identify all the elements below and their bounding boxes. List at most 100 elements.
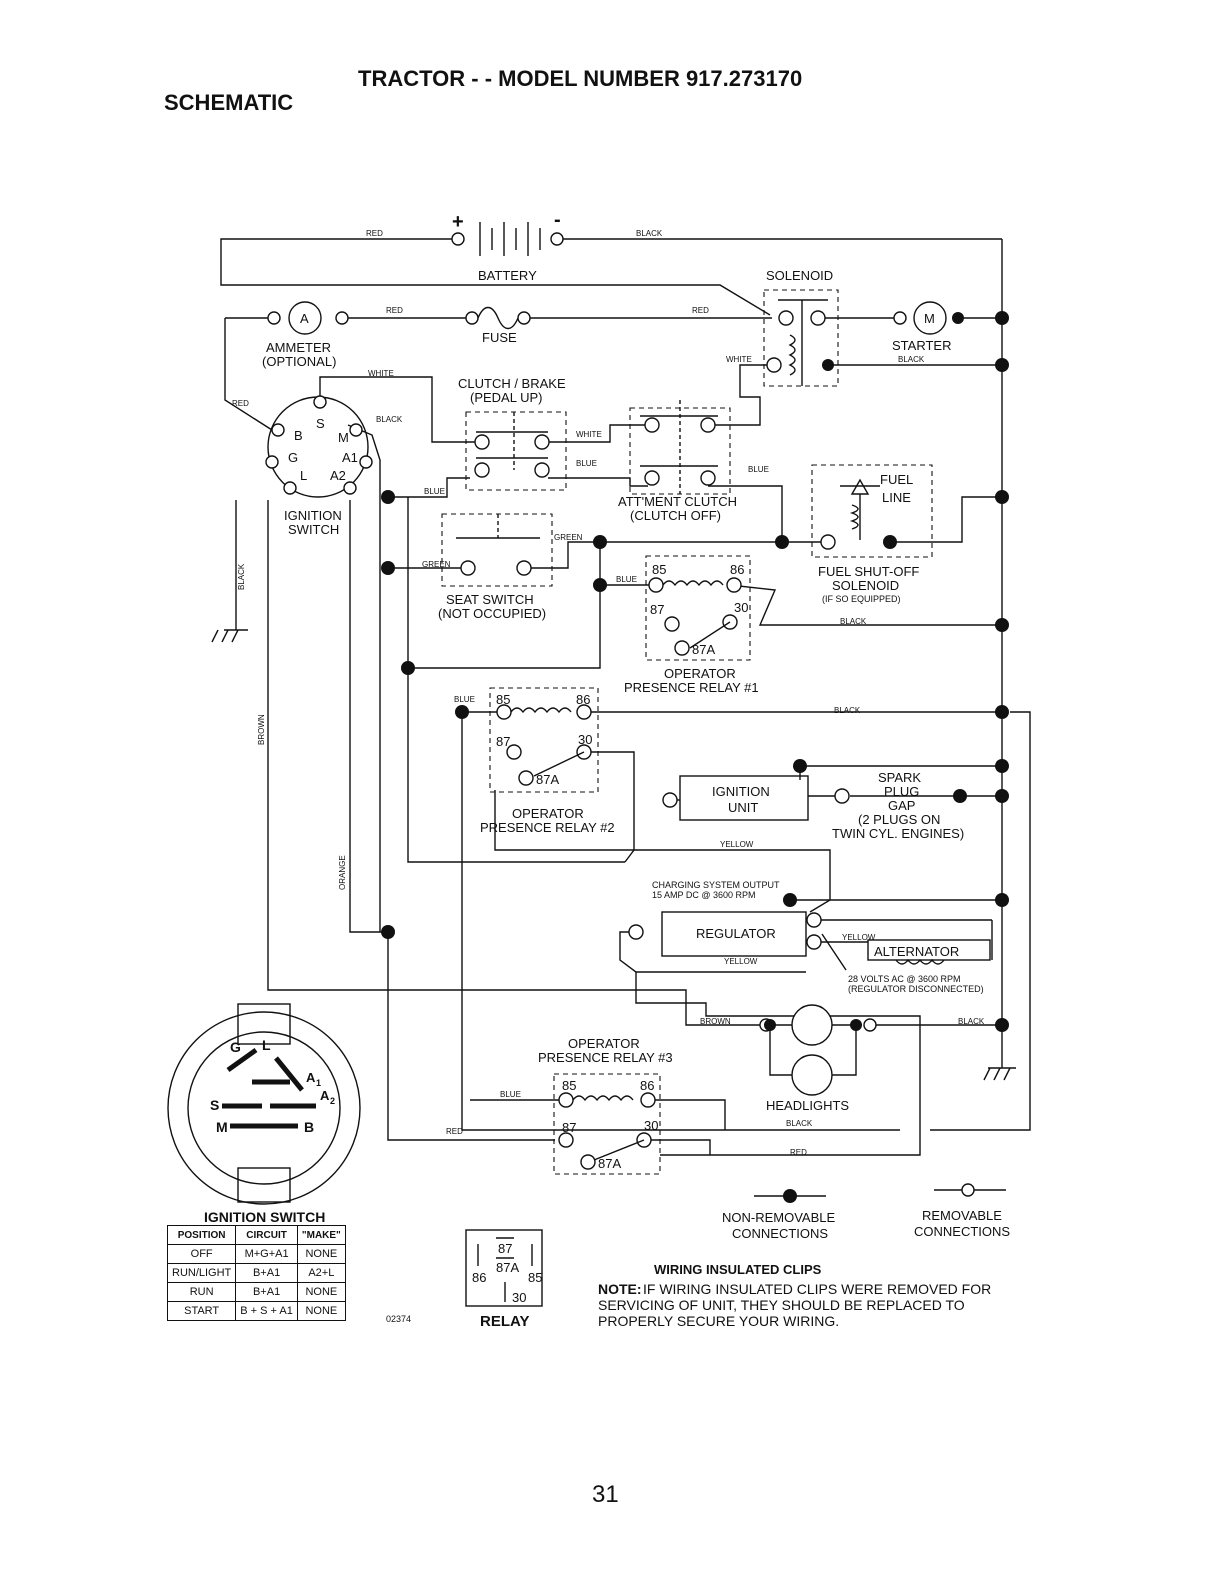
- ignition-switch-label-2: SWITCH: [288, 522, 339, 537]
- ignition-unit-label-2: UNIT: [728, 800, 758, 815]
- svg-text:WHITE: WHITE: [576, 430, 602, 439]
- alternator-label: ALTERNATOR: [874, 944, 959, 959]
- svg-text:86: 86: [640, 1078, 654, 1093]
- svg-text:A: A: [320, 1088, 330, 1103]
- operator-presence-relay-3: 85 86 87 30 87A OPERATOR PRESENCE RELAY …: [538, 1036, 673, 1175]
- table-header: CIRCUIT: [235, 1225, 298, 1245]
- svg-text:86: 86: [730, 562, 744, 577]
- page-title: TRACTOR - - MODEL NUMBER 917.273170: [358, 66, 802, 91]
- fuse: FUSE: [465, 306, 531, 345]
- svg-text:30: 30: [578, 732, 592, 747]
- fuel-shutoff-solenoid: FUEL LINE FUEL SHUT-OFF SOLENOID (IF SO …: [811, 464, 933, 604]
- relay3-label-1: OPERATOR: [568, 1036, 640, 1051]
- regulator-label: REGULATOR: [696, 926, 776, 941]
- svg-text:BLACK: BLACK: [958, 1017, 985, 1026]
- svg-text:G: G: [230, 1039, 241, 1055]
- table-row: START B + S + A1 NONE: [166, 1301, 346, 1321]
- svg-text:85: 85: [562, 1078, 576, 1093]
- svg-text:BLACK: BLACK: [376, 415, 403, 424]
- svg-text:87A: 87A: [536, 772, 559, 787]
- svg-text:YELLOW: YELLOW: [724, 957, 758, 966]
- note-line-2: SERVICING OF UNIT, THEY SHOULD BE REPLAC…: [598, 1297, 965, 1313]
- ignition-unit: IGNITION UNIT SPARK PLUG GAP (2 PLUGS ON…: [662, 770, 964, 841]
- table-cell: B+A1: [235, 1263, 298, 1283]
- svg-text:RED: RED: [692, 306, 709, 315]
- svg-text:RED: RED: [446, 1127, 463, 1136]
- table-cell: START: [166, 1301, 237, 1321]
- fuel-line-label-2: LINE: [882, 490, 911, 505]
- svg-text:85: 85: [528, 1270, 542, 1285]
- relay-legend: 87 87A 86 85 30 RELAY: [465, 1229, 543, 1330]
- drawing-number: 02374: [386, 1314, 411, 1324]
- spark-label-3: GAP: [888, 798, 915, 813]
- attment-clutch-switch: ATT'MENT CLUTCH (CLUTCH OFF): [618, 400, 737, 523]
- headlights-label: HEADLIGHTS: [766, 1098, 849, 1113]
- clutch-brake-note: (PEDAL UP): [470, 390, 542, 405]
- ignition-unit-label-1: IGNITION: [712, 784, 770, 799]
- svg-text:WHITE: WHITE: [726, 355, 752, 364]
- svg-text:BLACK: BLACK: [636, 229, 663, 238]
- svg-text:WHITE: WHITE: [368, 369, 394, 378]
- ignition-switch-table: POSITION CIRCUIT "MAKE" OFF M+G+A1 NONE …: [166, 1225, 346, 1321]
- table-row: OFF M+G+A1 NONE: [166, 1244, 346, 1264]
- fuel-line-label-1: FUEL: [880, 472, 913, 487]
- spark-label-1: SPARK: [878, 770, 921, 785]
- table-cell: NONE: [296, 1301, 346, 1321]
- svg-text:M: M: [216, 1119, 228, 1135]
- alternator-note-2: (REGULATOR DISCONNECTED): [848, 984, 984, 994]
- svg-text:BLACK: BLACK: [840, 617, 867, 626]
- svg-text:BLUE: BLUE: [748, 465, 769, 474]
- battery-negative-label: -: [554, 209, 561, 231]
- svg-text:YELLOW: YELLOW: [842, 933, 876, 942]
- starter: M STARTER BLACK: [892, 301, 951, 364]
- fuse-label: FUSE: [482, 330, 517, 345]
- ammeter-letter: A: [300, 311, 309, 326]
- svg-text:GREEN: GREEN: [554, 533, 583, 542]
- table-header: "MAKE": [296, 1225, 346, 1245]
- table-cell: NONE: [296, 1282, 346, 1302]
- svg-text:BLACK: BLACK: [237, 563, 246, 590]
- ignition-switch-label-1: IGNITION: [284, 508, 342, 523]
- table-header: POSITION: [166, 1225, 237, 1245]
- svg-text:YELLOW: YELLOW: [720, 840, 754, 849]
- svg-text:G: G: [288, 450, 298, 465]
- svg-text:A: A: [306, 1070, 316, 1085]
- svg-text:86: 86: [576, 692, 590, 707]
- battery-label: BATTERY: [478, 268, 537, 283]
- fuel-shutoff-note: (IF SO EQUIPPED): [822, 594, 901, 604]
- spark-label-2: PLUG: [884, 784, 919, 799]
- svg-text:S: S: [316, 416, 325, 431]
- legend-removable-1: REMOVABLE: [922, 1208, 1002, 1223]
- svg-text:RED: RED: [790, 1148, 807, 1157]
- svg-text:87: 87: [496, 734, 510, 749]
- table-cell: RUN/LIGHT: [166, 1263, 237, 1283]
- starter-label: STARTER: [892, 338, 951, 353]
- svg-text:BLUE: BLUE: [424, 487, 445, 496]
- connection-legend: NON-REMOVABLE CONNECTIONS REMOVABLE CONN…: [722, 1183, 1010, 1241]
- svg-text:BLUE: BLUE: [500, 1090, 521, 1099]
- svg-text:87A: 87A: [598, 1156, 621, 1171]
- svg-text:87: 87: [562, 1120, 576, 1135]
- svg-text:L: L: [262, 1037, 271, 1053]
- svg-text:BLACK: BLACK: [786, 1119, 813, 1128]
- svg-text:RED: RED: [232, 399, 249, 408]
- seat-switch: SEAT SWITCH (NOT OCCUPIED): [438, 513, 553, 621]
- svg-text:RED: RED: [366, 229, 383, 238]
- svg-text:RED: RED: [386, 306, 403, 315]
- relay1-label-2: PRESENCE RELAY #1: [624, 680, 759, 695]
- svg-text:87: 87: [650, 602, 664, 617]
- svg-text:30: 30: [734, 600, 748, 615]
- wires: [211, 238, 1031, 1156]
- svg-text:GREEN: GREEN: [422, 560, 451, 569]
- table-cell: A2+L: [296, 1263, 346, 1283]
- svg-text:A2: A2: [330, 468, 346, 483]
- ignition-switch: B S M G A1 L A2 IGNITION SWITCH: [265, 395, 373, 537]
- wire-labels: RED BLACK RED RED WHITE RED BLACK WHITE …: [232, 229, 985, 1157]
- svg-text:B: B: [304, 1119, 314, 1135]
- regulator: REGULATOR CHARGING SYSTEM OUTPUT 15 AMP …: [628, 880, 822, 957]
- relay2-label-2: PRESENCE RELAY #2: [480, 820, 615, 835]
- svg-text:L: L: [300, 468, 307, 483]
- ignition-table-title: IGNITION SWITCH: [204, 1209, 325, 1225]
- ammeter-label: AMMETER: [266, 340, 331, 355]
- table-row: RUN/LIGHT B+A1 A2+L: [166, 1263, 346, 1283]
